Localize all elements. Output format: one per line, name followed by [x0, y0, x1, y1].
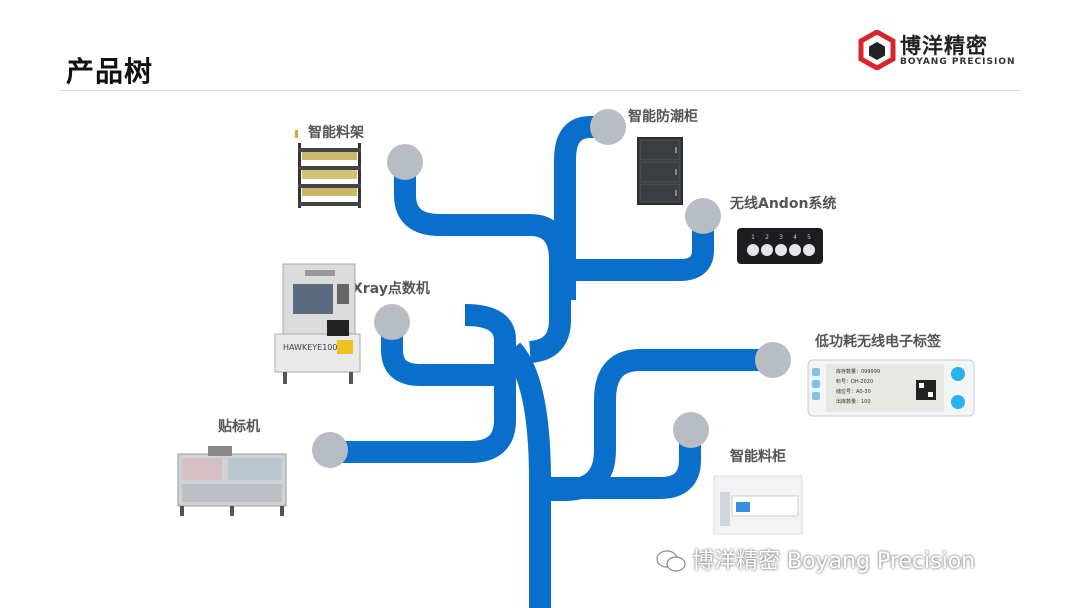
header-divider — [60, 90, 1020, 91]
wechat-icon — [656, 550, 686, 572]
label-moisture-cabinet: 智能防潮柜 — [628, 109, 698, 125]
branch-andon — [565, 215, 714, 281]
electronic-tag-image: 库存数量：099999 料号：DH-2020 储位号：A0-30 出库数量：10… — [807, 359, 975, 417]
watermark-text: 博洋精密 Boyang Precision — [692, 549, 976, 574]
node-andon — [685, 198, 721, 234]
andon-key-label-4: 4 — [793, 234, 797, 241]
smart-rack-image — [295, 130, 361, 208]
andon-key-label-3: 3 — [779, 234, 783, 241]
node-elabel — [755, 342, 791, 378]
branch-rack — [394, 162, 571, 363]
branch-moisture — [554, 116, 608, 300]
company-logo-subtitle: BOYANG PRECISION — [900, 57, 1016, 67]
tag-row-stock: 库存数量：099999 — [836, 368, 880, 375]
page-title: 产品树 — [66, 55, 154, 88]
andon-key-label-2: 2 — [765, 234, 769, 241]
smart-cabinet-image — [713, 475, 803, 535]
label-electronic-tag: 低功耗无线电子标签 — [815, 334, 941, 350]
moisture-cabinet-image — [637, 137, 683, 205]
company-logo-icon — [858, 30, 896, 70]
andon-key-label-1: 1 — [751, 234, 755, 241]
label-smart-cabinet: 智能料柜 — [730, 449, 786, 465]
branch-xray — [381, 322, 505, 386]
node-xray — [374, 304, 410, 340]
node-moisture — [590, 109, 626, 145]
tree-trunk — [503, 342, 551, 608]
xray-brand-text: HAWKEYE1000 — [283, 343, 343, 352]
branch-elabel — [540, 349, 773, 501]
label-xray-counter: Xray点数机 — [352, 281, 430, 297]
node-smart-cabinet — [673, 412, 709, 448]
xray-machine-image: HAWKEYE1000 — [274, 263, 361, 384]
label-smart-rack: 智能料架 — [308, 125, 364, 141]
branch-smart-cabinet — [545, 430, 701, 499]
andon-key-label-5: 5 — [807, 234, 811, 241]
label-andon-system: 无线Andon系统 — [730, 196, 837, 212]
andon-device-image: 1 2 3 4 5 — [737, 228, 823, 264]
branch-labeler — [330, 304, 516, 463]
company-logo-text: 博洋精密 — [900, 34, 988, 58]
node-labeler — [312, 432, 348, 468]
labeler-machine-image — [177, 446, 287, 516]
tag-row-location: 储位号：A0-30 — [836, 388, 871, 395]
tag-row-part: 料号：DH-2020 — [836, 378, 873, 385]
label-labeler: 贴标机 — [218, 419, 260, 435]
tag-row-out: 出库数量：100 — [836, 398, 871, 405]
node-rack — [387, 144, 423, 180]
